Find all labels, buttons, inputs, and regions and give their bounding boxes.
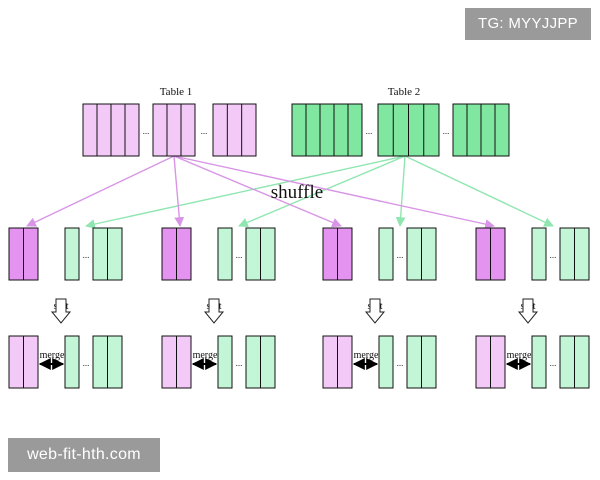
block-body: [378, 227, 394, 281]
merge-steps: merge merge merge merge: [38, 350, 532, 370]
shuffle-arrow-table2: [238, 155, 406, 228]
ellipsis: ...: [236, 250, 243, 260]
sorted-table2-rows: [559, 335, 590, 389]
block-body: [291, 103, 363, 157]
bucket-table2-rows: [559, 227, 590, 281]
shuffle-arrow-table2: [85, 155, 406, 229]
merge-step: merge: [505, 350, 532, 370]
block-body: [531, 335, 547, 389]
bucket-table2-rows: [406, 227, 437, 281]
merge-step: merge: [352, 350, 379, 370]
bucket-table1-rows: [8, 227, 39, 281]
ellipsis: ...: [550, 250, 557, 260]
bucket-table1-rows: [322, 227, 353, 281]
down-arrow-icon: [50, 298, 72, 324]
block-body: [378, 335, 394, 389]
sorted-table2-rows: [245, 335, 276, 389]
block-body: [531, 227, 547, 281]
merge-label: merge: [354, 350, 379, 361]
table1-label: Table 1: [160, 86, 193, 98]
table2-label: Table 2: [388, 86, 421, 98]
table1-partition: [82, 103, 140, 157]
block-body: [217, 227, 233, 281]
bucket-table2-rows: [245, 227, 276, 281]
bucket-table2-rows: [217, 227, 233, 281]
ellipsis: ...: [366, 126, 373, 136]
merge-step: merge: [38, 350, 65, 370]
table2-partition: [452, 103, 510, 157]
sorted-table1-rows: [322, 335, 353, 389]
shuffle-arrow-table1: [173, 155, 342, 228]
shuffle-label: shuffle: [271, 182, 323, 203]
bucket-table1-rows: [475, 227, 506, 281]
block-body: [212, 103, 257, 157]
ellipsis: ...: [397, 358, 404, 368]
block-body: [217, 335, 233, 389]
bucket-table2-rows: [92, 227, 123, 281]
shuffle-arrow-table2: [404, 155, 554, 227]
down-arrow-icon: [517, 298, 539, 324]
shuffle-arrow-table1: [173, 155, 495, 229]
block-body: [64, 227, 80, 281]
ellipsis: ...: [397, 250, 404, 260]
bucket-table2-rows: [378, 227, 394, 281]
merge-label: merge: [507, 350, 532, 361]
merge-label: merge: [193, 350, 218, 361]
sorted-table1-rows: [475, 335, 506, 389]
block-body: [64, 335, 80, 389]
sort-step: sort: [517, 298, 539, 324]
table1-partition: [212, 103, 257, 157]
partition-blocks: [8, 103, 590, 389]
shuffle-arrow-table1: [26, 155, 175, 227]
sort-step: sort: [364, 298, 386, 324]
down-arrow-icon: [203, 298, 225, 324]
ellipsis: ...: [236, 358, 243, 368]
ellipsis: ...: [83, 358, 90, 368]
bucket-table2-rows: [64, 227, 80, 281]
shuffle-arrows: [26, 155, 554, 229]
sorted-table1-rows: [161, 335, 192, 389]
sorted-table2-rows: [92, 335, 123, 389]
ellipsis-marks: ....................................: [83, 126, 557, 368]
ellipsis: ...: [201, 126, 208, 136]
ellipsis: ...: [83, 250, 90, 260]
sort-step: sort: [203, 298, 225, 324]
merge-label: merge: [40, 350, 65, 361]
table1-partition-shuffled: [152, 103, 196, 157]
table2-partition: [291, 103, 363, 157]
ellipsis: ...: [143, 126, 150, 136]
sorted-table1-rows: [8, 335, 39, 389]
down-arrow-icon: [364, 298, 386, 324]
sorted-table2-rows: [378, 335, 394, 389]
shuffle-arrow-table1: [173, 155, 185, 227]
ellipsis: ...: [443, 126, 450, 136]
sort-steps: sort sort sort sort: [50, 298, 539, 324]
merge-step: merge: [191, 350, 218, 370]
sorted-table2-rows: [64, 335, 80, 389]
ellipsis: ...: [550, 358, 557, 368]
block-body: [152, 103, 196, 157]
shuffle-arrow-table2: [395, 155, 406, 227]
sorted-table2-rows: [406, 335, 437, 389]
bucket-table1-rows: [161, 227, 192, 281]
bucket-table2-rows: [531, 227, 547, 281]
sorted-table2-rows: [531, 335, 547, 389]
sorted-table2-rows: [217, 335, 233, 389]
corner-tag: TG: MYYJJPP: [465, 8, 591, 40]
sort-step: sort: [50, 298, 72, 324]
table2-partition-shuffled: [377, 103, 440, 157]
watermark: web-fit-hth.com: [8, 438, 160, 472]
